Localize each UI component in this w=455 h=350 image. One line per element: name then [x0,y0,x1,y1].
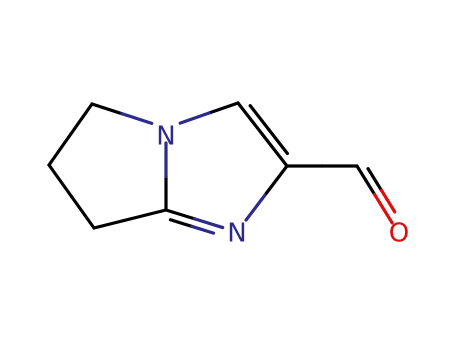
bond-c1-c2-half-b [47,132,73,167]
bond-c5-n1-half-a [207,101,240,115]
bond-c3-c4-half-a [92,217,132,230]
bond-c3-c4-half-b [128,208,168,221]
atom-label-layer: N N O [156,122,409,249]
bond-c7-o1-inner-half-a [366,167,383,192]
bond-c2-c3-half-b [69,194,96,230]
bond-c6-c5-half-a [260,132,289,168]
bond-c1-c2-half-a [68,102,94,137]
bond-c6-c5-half-b [236,101,265,137]
bond-c1-n1-half-b [120,112,154,125]
bond-c2-c3-half-a [47,163,74,199]
bond-c5-n1-half-b [178,111,211,125]
bond-c6-c5-inner-half-a [267,127,290,156]
bond-layer [47,101,397,235]
atom-label-n2: N [227,219,246,249]
bond-c4-n2-inner-half-b [190,224,216,235]
bond-c7-o1-inner-half-b [379,188,397,214]
bond-c4-n2-half-a [164,208,196,221]
bond-c6-c5-inner-half-b [248,104,271,132]
bond-c7-o1-half-b [372,192,394,225]
bond-n2-c6-half-b [264,164,289,195]
atom-label-o1: O [389,219,409,249]
bond-n2-c6-half-a [244,191,269,222]
bond-c7-o1-half-a [355,164,377,197]
atom-label-n1: N [156,122,175,152]
bond-c1-n1-half-a [90,102,124,116]
bond-c4-n2-inner-half-a [168,218,194,229]
bond-c4-n2-half-b [192,217,225,230]
